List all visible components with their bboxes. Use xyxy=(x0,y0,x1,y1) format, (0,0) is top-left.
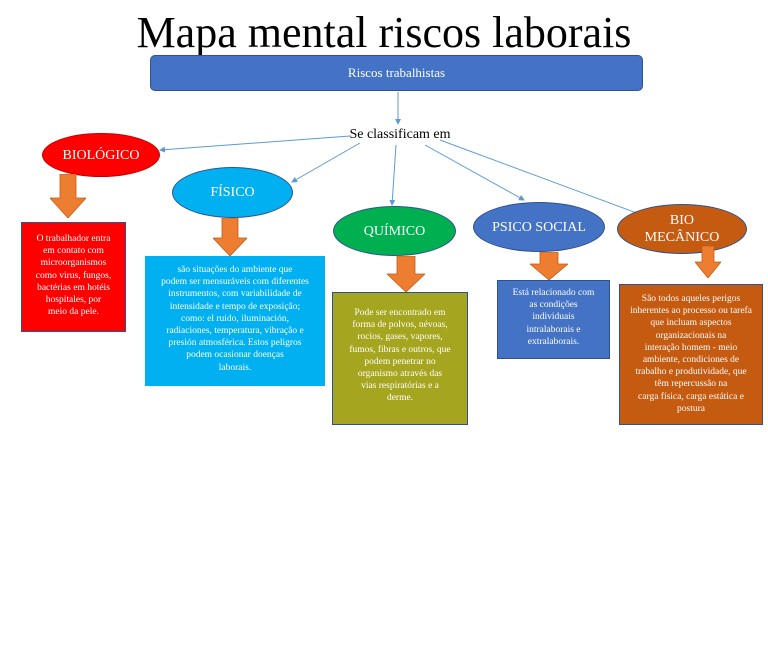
oval-fisico: FÍSICO xyxy=(172,167,293,218)
oval-psicosocial: PSICO SOCIAL xyxy=(473,202,605,252)
root-node: Riscos trabalhistas xyxy=(150,55,643,91)
line-to-fisico xyxy=(291,142,361,183)
line-to-quimico xyxy=(389,144,397,206)
arrow-down-icon xyxy=(695,246,721,278)
arrow-down-icon xyxy=(387,256,425,292)
arrow-down-icon xyxy=(213,218,247,256)
arrow-down-icon xyxy=(50,174,86,218)
line-to-biomecanico xyxy=(439,139,643,217)
line-to-biologico xyxy=(159,135,351,153)
description-biologico: O trabalhador entra em contato com micro… xyxy=(21,222,126,332)
line-to-psicosocial xyxy=(424,144,525,201)
page-title: Mapa mental riscos laborais xyxy=(136,8,632,57)
oval-quimico: QUÍMICO xyxy=(333,206,456,256)
arrow-down-icon xyxy=(530,252,568,280)
oval-biologico: BIOLÓGICO xyxy=(42,133,160,177)
description-biomecanico: São todos aqueles perigos inherentes ao … xyxy=(619,284,763,425)
description-fisico: são situações do ambiente que podem ser … xyxy=(145,256,325,386)
connector-label: Se classificam em xyxy=(349,127,451,142)
description-psicosocial: Está relacionado com as condições indivi… xyxy=(497,280,610,359)
description-quimico: Pode ser encontrado em forma de polvos, … xyxy=(332,292,468,425)
oval-biomecanico: BIO MECÂNICO xyxy=(617,204,747,254)
